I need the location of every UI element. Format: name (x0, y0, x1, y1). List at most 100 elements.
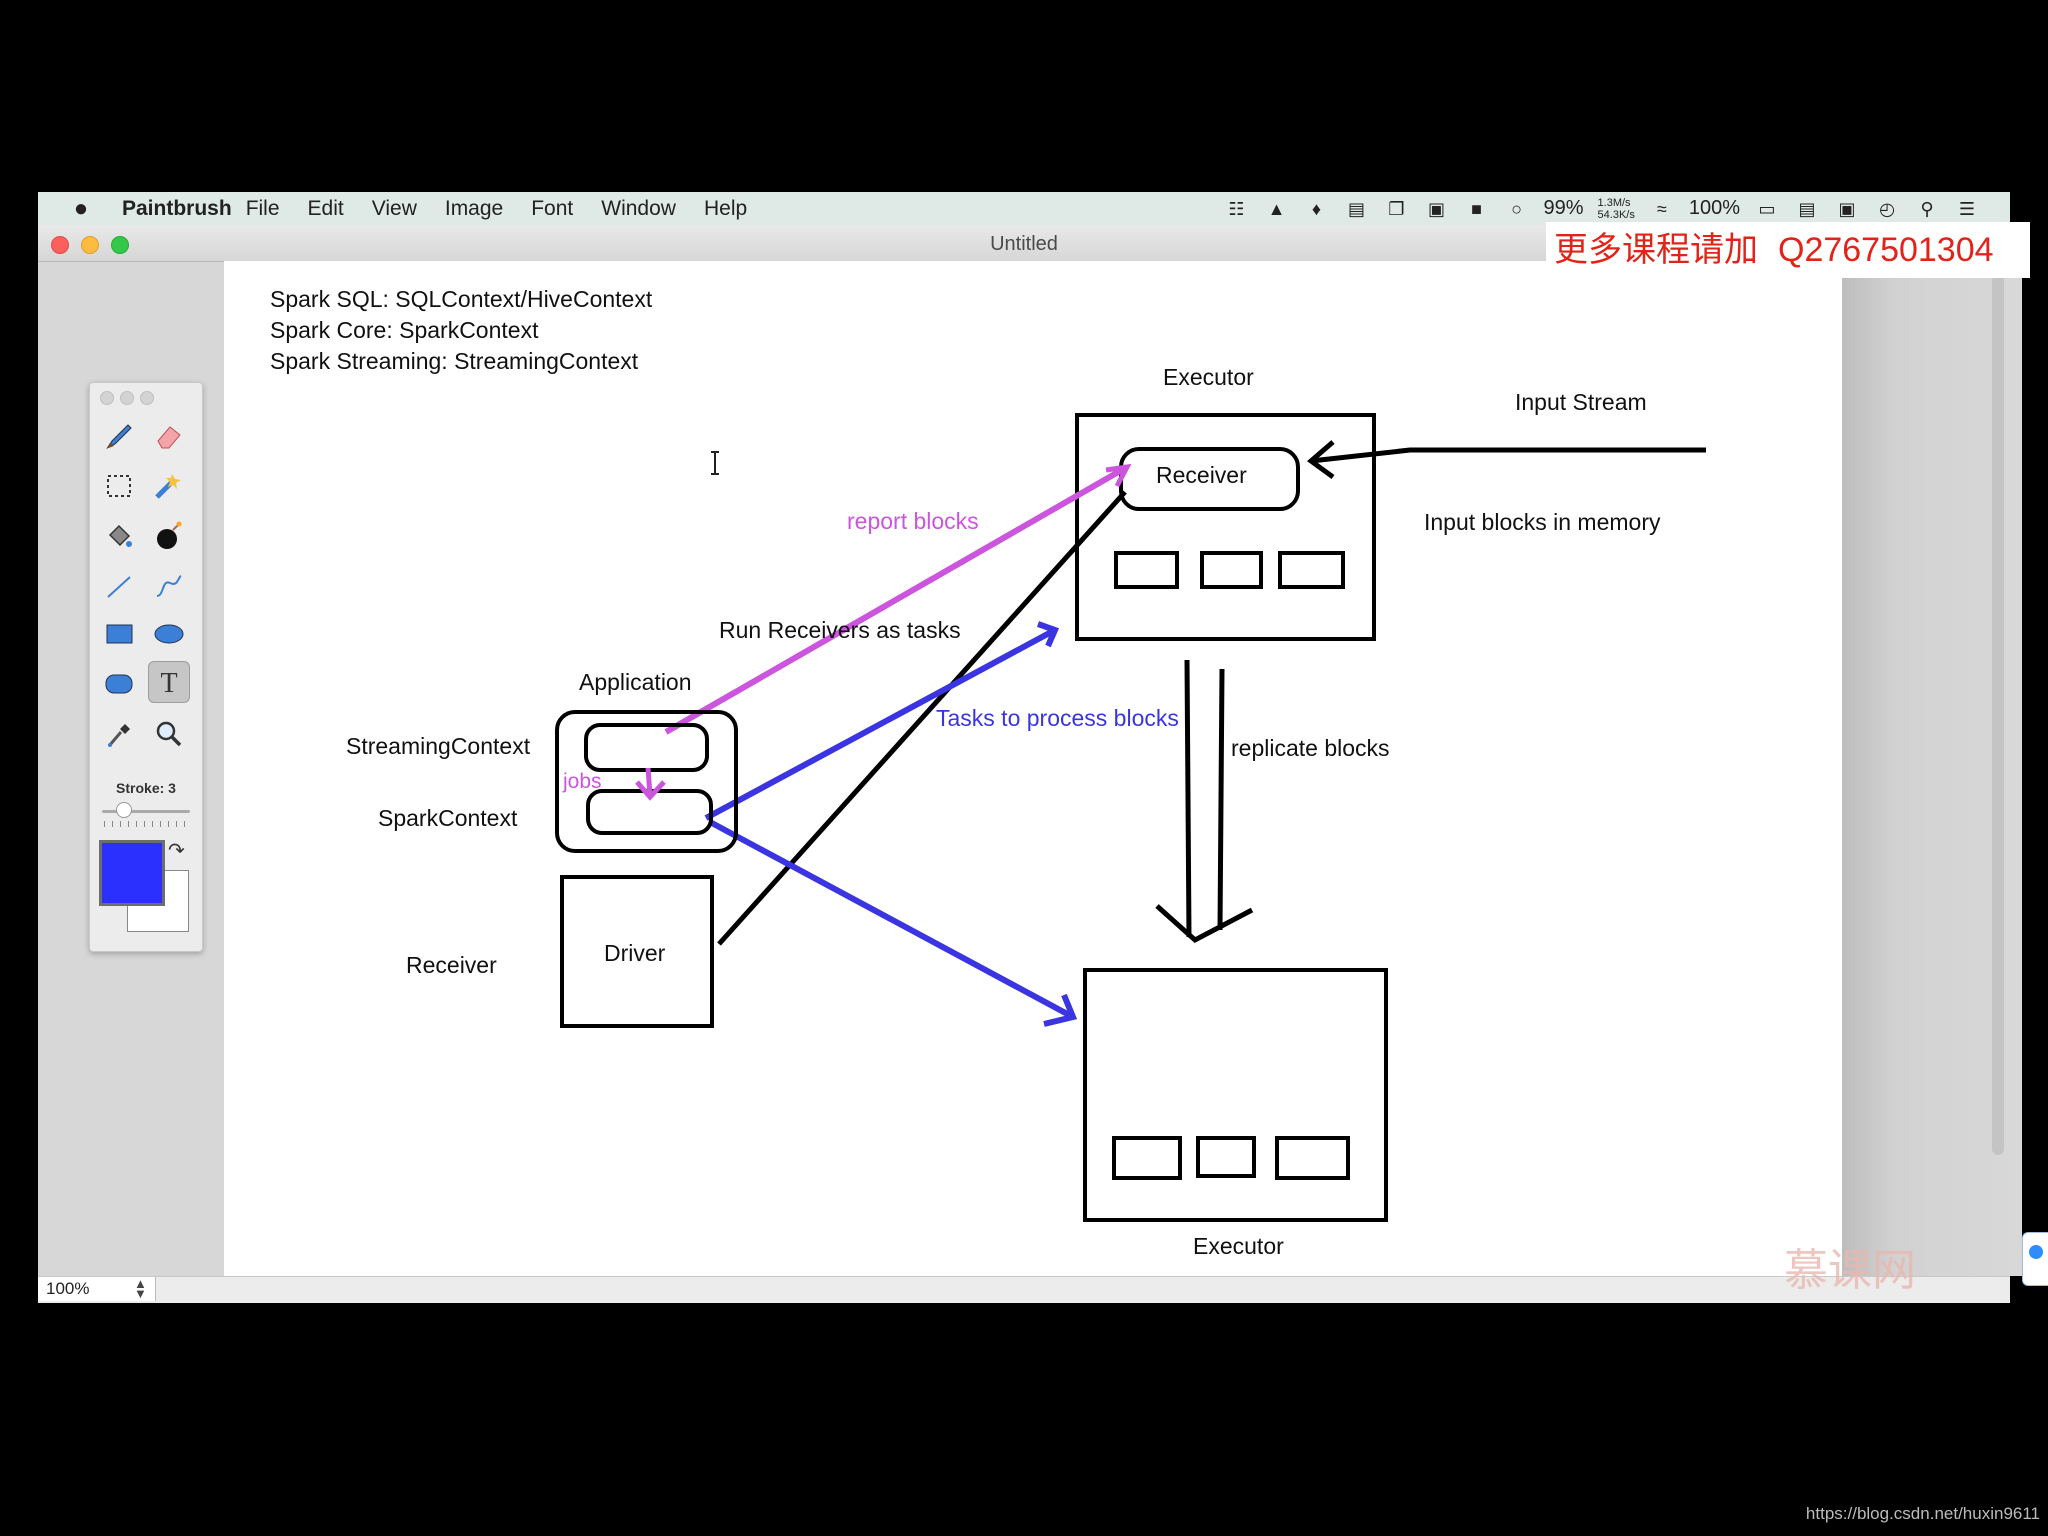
menu-window[interactable]: Window (601, 196, 676, 220)
input-stream-label: Input Stream (1515, 389, 1647, 415)
brush-tool[interactable] (98, 415, 140, 457)
menu-font[interactable]: Font (531, 196, 574, 220)
keyboard-icon[interactable]: ▤ (1798, 198, 1816, 219)
menu-image[interactable]: Image (444, 196, 504, 220)
clock-icon[interactable]: ◴ (1879, 198, 1895, 219)
window-title: Untitled (990, 233, 1058, 255)
eraser-tool[interactable] (148, 415, 190, 457)
rectangle-icon (106, 624, 133, 644)
magic-wand-icon (155, 474, 181, 499)
bottom-bar: 100% ▲▼ (38, 1276, 2010, 1303)
camera-icon[interactable]: ▣ (1427, 198, 1445, 219)
foreground-color-swatch[interactable] (99, 840, 165, 906)
apple-icon[interactable]: ● (73, 194, 89, 222)
circle-status-icon[interactable]: ○ (1511, 198, 1522, 219)
executor-bottom-block (1196, 1136, 1256, 1178)
replicate-arrowhead (1155, 904, 1254, 944)
evernote-icon[interactable]: ♦ (1311, 198, 1322, 219)
stroke-slider[interactable] (102, 810, 190, 813)
palette-close-dot[interactable] (100, 391, 114, 405)
input-stream-arrowhead (1306, 440, 1335, 480)
stroke-slider-ticks (104, 821, 188, 827)
run-receivers-line (717, 490, 1127, 946)
header-line-sql: Spark SQL: SQLContext/HiveContext (270, 286, 653, 312)
stroke-slider-knob[interactable] (116, 802, 132, 818)
battery-icon[interactable]: ▭ (1758, 198, 1776, 219)
stroke-label: Stroke: 3 (116, 780, 176, 796)
line-tool[interactable] (98, 565, 140, 607)
rectangle-tool[interactable] (98, 613, 140, 655)
input-method-icon[interactable]: ☷ (1228, 198, 1245, 219)
paint-bucket-tool[interactable] (98, 515, 140, 557)
svg-text:T: T (160, 668, 177, 699)
spark-context-label: SparkContext (378, 805, 518, 831)
tasks-arrowhead-top (1037, 621, 1060, 648)
display-icon[interactable]: ▤ (1347, 198, 1365, 219)
driver-label: Driver (604, 940, 666, 966)
zoom-stepper-icon[interactable]: ▲▼ (134, 1276, 147, 1301)
replicate-line-left (1184, 659, 1192, 938)
rect-select-tool[interactable] (98, 465, 140, 507)
jobs-arrow (645, 767, 653, 796)
menu-view[interactable]: View (371, 196, 417, 220)
zoom-button[interactable] (111, 236, 129, 254)
zoom-tool[interactable] (148, 713, 190, 755)
battery-small-text: 99% (1543, 197, 1584, 219)
report-blocks-arrow (664, 464, 1129, 735)
swap-colors-icon[interactable]: ↷ (168, 840, 185, 862)
palette-max-dot (140, 391, 154, 405)
executor-top-box (1075, 413, 1376, 641)
course-watermark: 更多课程请加 Q2767501304 (1546, 222, 2030, 278)
text-tool[interactable]: T (148, 661, 190, 703)
header-line-core: Spark Core: SparkContext (270, 317, 539, 343)
list-icon[interactable]: ☰ (1958, 198, 1976, 219)
rounded-rect-tool[interactable] (98, 663, 140, 705)
bomb-tool[interactable] (148, 515, 190, 557)
menu-app-name[interactable]: Paintbrush (122, 196, 232, 220)
streaming-context-label: StreamingContext (346, 733, 531, 759)
mooc-logo: 慕课网 (1784, 1246, 1916, 1295)
s-app-icon[interactable]: ▣ (1838, 198, 1856, 219)
eyedropper-icon (107, 724, 130, 747)
executor-bottom-label: Executor (1193, 1233, 1284, 1259)
menu-edit[interactable]: Edit (307, 196, 344, 220)
tasks-arrow-bottom (708, 819, 1075, 1020)
ellipse-tool[interactable] (148, 613, 190, 655)
footer-url: https://blog.csdn.net/huxin9611 (1805, 1504, 2040, 1523)
wifi-icon[interactable]: ≈ (1656, 198, 1667, 219)
receiver-left-label: Receiver (406, 952, 497, 978)
search-icon[interactable]: ⚲ (1920, 198, 1934, 219)
zoom-field[interactable]: 100% (38, 1277, 156, 1301)
input-stream-arrow (1310, 447, 1706, 464)
vertical-scrollbar[interactable] (1992, 275, 2004, 1155)
drawing-canvas[interactable] (224, 261, 1842, 1276)
palette-min-dot (120, 391, 134, 405)
header-line-streaming: Spark Streaming: StreamingContext (270, 348, 639, 374)
eraser-icon (157, 426, 181, 449)
report-blocks-label: report blocks (847, 508, 979, 534)
executor-bottom-box (1083, 968, 1388, 1222)
net-down-text: 54.3K/s (1597, 208, 1635, 221)
side-tab[interactable] (2022, 1232, 2048, 1286)
menu-file[interactable]: File (245, 196, 280, 220)
menu-help[interactable]: Help (703, 196, 748, 220)
notes-icon[interactable]: ■ (1471, 198, 1482, 219)
report-blocks-arrowhead (1105, 463, 1132, 488)
streaming-context-box (584, 723, 709, 772)
minimize-button[interactable] (81, 236, 99, 254)
close-button[interactable] (51, 236, 69, 254)
magnifier-icon (156, 721, 182, 747)
i-beam-cursor-icon (711, 451, 719, 475)
driver-box (560, 875, 714, 1028)
lasso-fill-tool[interactable] (148, 465, 190, 507)
watermark-qq-text: Q2767501304 (1778, 231, 1994, 269)
curve-tool[interactable] (148, 565, 190, 607)
receiver-box-label: Receiver (1156, 462, 1247, 488)
eyedropper-tool[interactable] (98, 713, 140, 755)
copy-icon[interactable]: ❐ (1388, 198, 1405, 219)
qq-icon[interactable]: ▲ (1267, 198, 1286, 219)
side-tab-icon (2029, 1245, 2043, 1259)
watermark-cn-text: 更多课程请加 (1554, 231, 1758, 269)
